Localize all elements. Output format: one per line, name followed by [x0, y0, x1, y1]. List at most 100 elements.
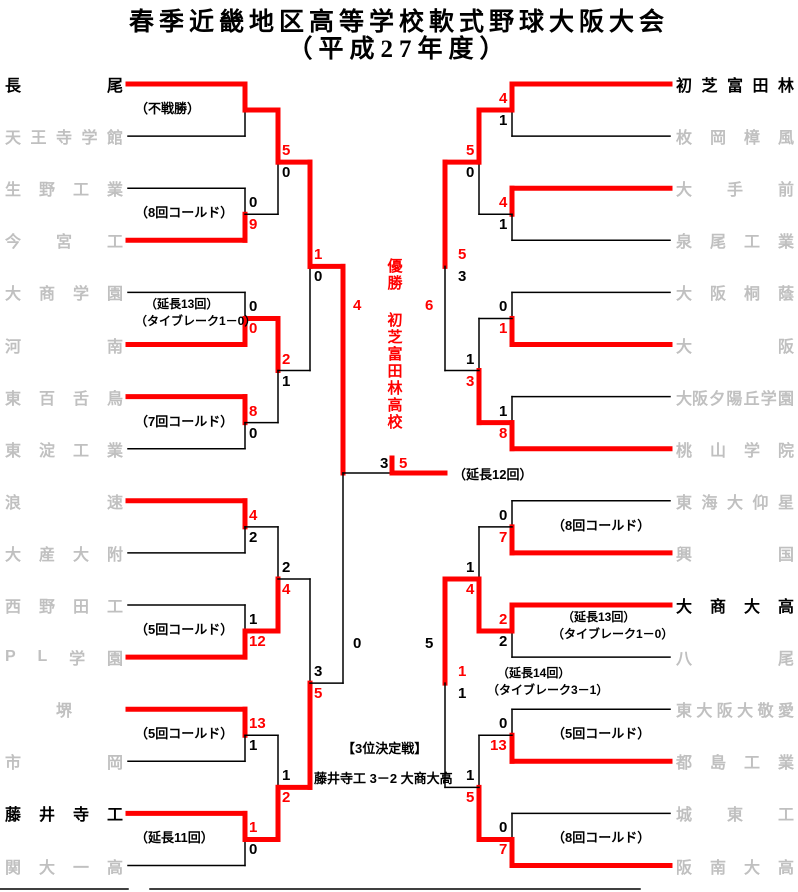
winning-score: 4 [353, 297, 362, 314]
team-name-char: 学 [743, 442, 760, 460]
winning-score: 2 [282, 789, 291, 807]
game-note: （7回コールド） [135, 413, 234, 429]
team-name-char: 前 [777, 182, 794, 200]
winning-score: 8 [249, 402, 258, 420]
losing-score: 1 [466, 558, 475, 576]
team-name-char: 南 [709, 859, 726, 877]
team-name-char: 生 [5, 182, 22, 200]
game-note: （8回コールド） [552, 517, 651, 533]
winning-score: 4 [249, 506, 258, 524]
winning-score: 2 [282, 350, 291, 368]
team-name-char: 岡 [709, 130, 726, 148]
team-name-char: 寺 [55, 130, 72, 148]
team-name-char: 工 [106, 599, 123, 616]
team-name-char: 桃 [676, 442, 693, 460]
team-name-char: 山 [709, 442, 726, 460]
team-name-char: 学 [760, 390, 777, 408]
team-name-char: 王 [30, 130, 47, 148]
winning-score: 13 [490, 737, 507, 755]
team-name-char: 高 [106, 859, 123, 877]
winning-score: 5 [282, 142, 291, 160]
losing-score: 0 [249, 424, 258, 442]
losing-score: 1 [499, 216, 508, 234]
team-left: 長尾 [5, 74, 123, 95]
team-name-char: 堺 [55, 703, 72, 721]
team-name-char: 田 [752, 78, 769, 95]
winning-score: 5 [466, 789, 475, 807]
final-note: （延長12回） [453, 467, 533, 482]
team-name-char: 工 [743, 234, 760, 252]
team-name-char: 東 [676, 494, 693, 512]
team-name-char: 商 [709, 599, 726, 616]
winning-score: 2 [499, 611, 508, 629]
team-name-char: 工 [777, 807, 794, 825]
game-note: （タイブレーク1－0） [135, 314, 257, 329]
page-subtitle: （平成27年度） [287, 36, 511, 63]
team-right: 東海大仰星 [676, 491, 794, 512]
losing-score: 3 [314, 663, 323, 681]
team-name-char: P [5, 648, 16, 666]
team-name-char: 学 [72, 286, 89, 304]
team-name-char: 泉 [676, 234, 693, 252]
team-name-char: L [37, 648, 48, 666]
team-right: 桃山学院 [676, 439, 794, 460]
team-left: 西野田工 [5, 595, 123, 616]
team-name-char: 園 [777, 390, 794, 408]
losing-score: 1 [249, 737, 258, 755]
winning-score: 4 [499, 194, 508, 212]
team-name-char: 商 [38, 286, 55, 304]
game-note: （8回コールド） [552, 830, 651, 846]
team-name-char: 星 [777, 494, 794, 512]
losing-score: 1 [499, 112, 508, 130]
losing-score: 0 [282, 164, 291, 182]
team-name-char: 産 [38, 546, 55, 564]
team-name-char: 八 [676, 651, 693, 669]
champion-team: 初芝富田林高校 [387, 312, 403, 431]
team-name-char: 阪 [716, 703, 733, 721]
team-name-char: 大 [696, 703, 713, 721]
third-place-result: 藤井寺工 3－2 大商大高 [314, 771, 453, 786]
game-note: （タイブレーク3－1） [487, 683, 609, 698]
team-name-char: 大 [5, 286, 22, 304]
team-name-char: 長 [5, 78, 22, 95]
losing-score: 0 [249, 298, 258, 316]
team-left: 堺 [5, 699, 123, 721]
team-right: 大阪夕陽丘学園 [676, 387, 794, 408]
winning-score: 4 [499, 90, 508, 108]
team-right: 枚岡樟風 [676, 126, 794, 148]
team-name-char: 淀 [38, 442, 55, 460]
team-name-char: 工 [106, 234, 123, 252]
team-name-char: 陽 [726, 390, 743, 408]
game-note: （タイブレーク1－0） [552, 627, 674, 642]
team-name-char: 附 [106, 546, 123, 564]
losing-score: 5 [425, 635, 434, 652]
winning-score: 4 [466, 580, 475, 598]
team-name-char: 大 [726, 494, 743, 512]
team-name-char: 院 [777, 442, 794, 460]
team-name-char: 大 [676, 338, 693, 356]
team-name-char: 敬 [757, 703, 774, 721]
team-right: 泉尾工業 [676, 230, 794, 252]
winning-score: 1 [458, 663, 467, 681]
losing-score: 0 [466, 164, 475, 182]
team-left: 東百舌鳥 [5, 387, 123, 408]
winning-score: 9 [249, 216, 258, 234]
winning-score: 5 [466, 142, 475, 160]
team-name-char: 工 [72, 442, 89, 460]
team-name-char: 蔭 [777, 286, 794, 304]
team-name-char: 都 [676, 755, 693, 773]
team-name-char: 学 [81, 130, 98, 148]
team-name-char: 大 [676, 286, 693, 304]
team-name-char: 寺 [72, 807, 89, 825]
game-note: （延長13回） [562, 610, 636, 625]
team-name-char: 宮 [55, 234, 72, 252]
team-right: 大阪桐蔭 [676, 282, 794, 304]
team-name-char: 島 [709, 755, 726, 773]
losing-score: 1 [458, 685, 467, 703]
team-right: 興国 [676, 543, 794, 564]
team-name-char: 初 [676, 78, 693, 95]
team-name-char: 阪 [777, 338, 794, 356]
team-name-char: 尾 [777, 651, 794, 669]
team-name-char: 業 [777, 755, 794, 773]
